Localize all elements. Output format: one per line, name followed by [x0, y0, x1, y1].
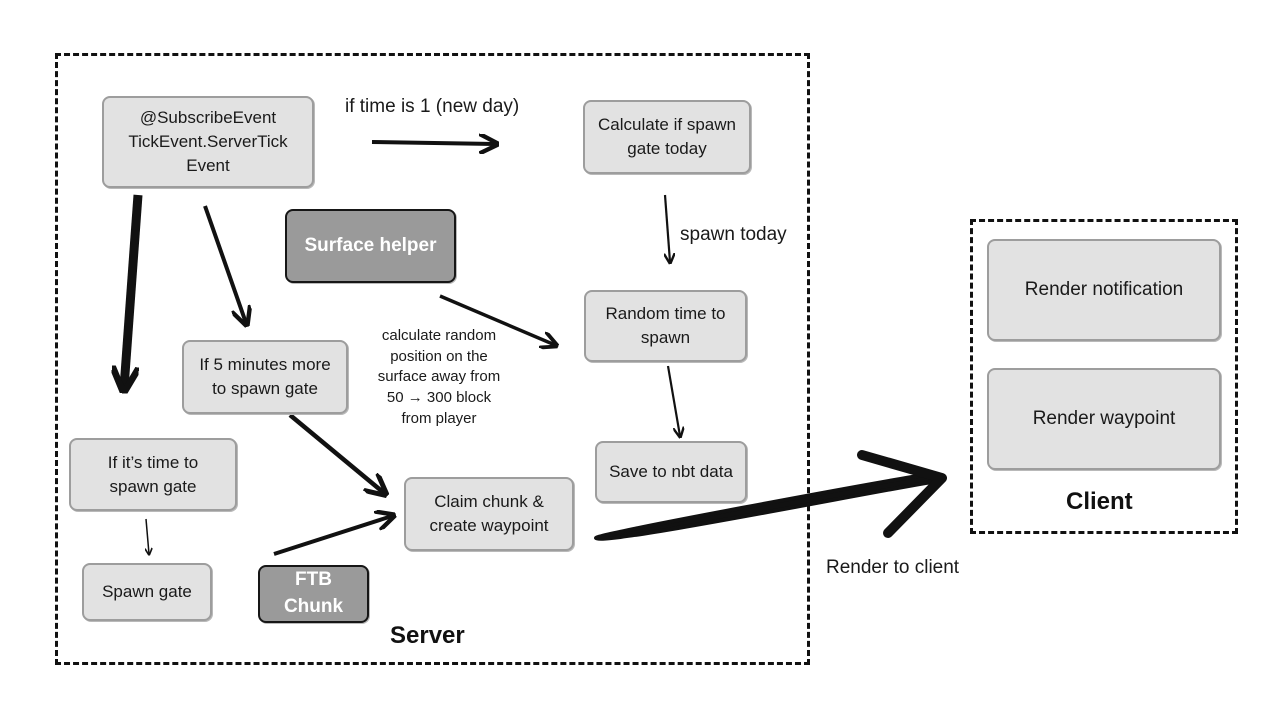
arrow-time-to-spawn-to-gate	[146, 518, 149, 554]
subscribe-event-node: @SubscribeEvent TickEvent.ServerTick Eve…	[102, 96, 314, 188]
save-nbt-node: Save to nbt data	[595, 441, 747, 503]
spawn-gate-node: Spawn gate	[82, 563, 212, 621]
client-region	[970, 219, 1238, 534]
time-to-spawn-node: If it’s time to spawn gate	[69, 438, 237, 511]
render-notification-node: Render notification	[987, 239, 1221, 341]
spawn-today-label: spawn today	[680, 224, 787, 245]
render-waypoint-node: Render waypoint	[987, 368, 1221, 470]
arrow-event-to-time-to-spawn	[124, 194, 143, 388]
calculate-random-label: calculate random position on the surface…	[377, 327, 501, 427]
arrow-event-to-calculate	[371, 142, 495, 144]
client-title: Client	[1066, 488, 1133, 515]
server-title: Server	[390, 622, 465, 649]
arrow-five-minutes-to-claim	[288, 413, 384, 493]
new-day-label: if time is 1 (new day)	[345, 96, 520, 117]
arrow-random-to-save	[666, 365, 680, 436]
claim-chunk-node: Claim chunk & create waypoint	[404, 477, 574, 551]
arrow-event-to-five-minutes	[203, 205, 246, 323]
arrow-surface-to-random	[439, 294, 555, 345]
calculate-spawn-node: Calculate if spawn gate today	[583, 100, 751, 174]
arrow-ftb-to-claim	[273, 516, 392, 556]
ftb-chunk-node: FTB Chunk	[258, 565, 369, 623]
server-region	[55, 53, 810, 665]
arrow-render-to-client-head	[857, 450, 947, 538]
five-minutes-node: If 5 minutes more to spawn gate	[182, 340, 348, 414]
arrow-calculate-to-random	[665, 194, 670, 262]
surface-helper-node: Surface helper	[285, 209, 456, 283]
render-to-client-label: Render to client	[826, 557, 960, 578]
random-time-node: Random time to spawn	[584, 290, 747, 362]
